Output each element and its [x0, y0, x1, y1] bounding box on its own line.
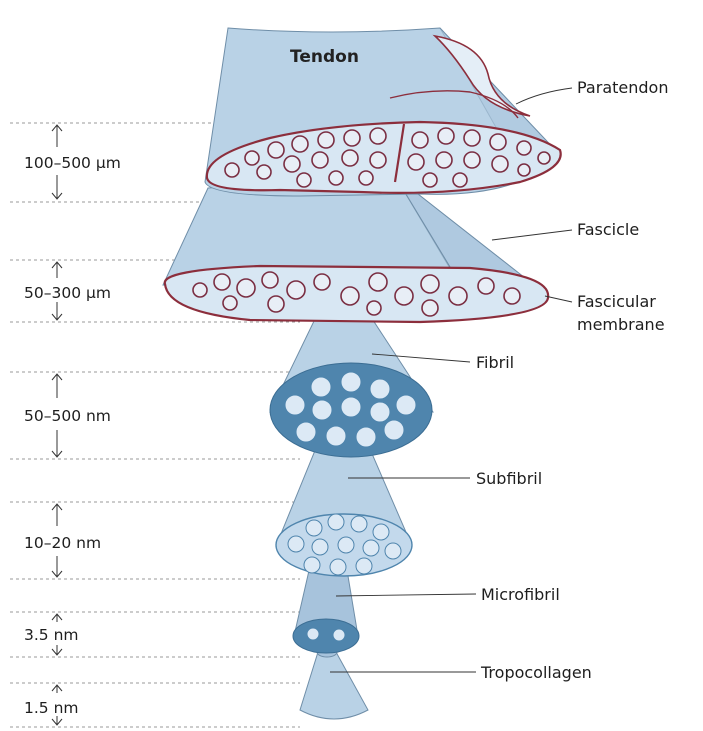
label-microfibril: Microfibril: [481, 585, 560, 604]
label-paratendon: Paratendon: [577, 78, 668, 97]
label-fascicular-line-1: Fascicular: [577, 292, 656, 311]
tendon-shape: [205, 28, 561, 196]
label-fascicle: Fascicle: [577, 220, 639, 239]
dimension-fibril: 50–500 nm: [24, 407, 111, 425]
label-fascicular-line-2: membrane: [577, 315, 665, 334]
dimension-subfibril: 10–20 nm: [24, 534, 101, 552]
fascicle-shape: [163, 176, 548, 322]
dimension-tendon: 100–500 µm: [24, 154, 121, 172]
diagram-title: Tendon: [290, 47, 359, 67]
label-fibril: Fibril: [476, 353, 514, 372]
label-tropocollagen: Tropocollagen: [480, 663, 592, 682]
tropocollagen-shape: [300, 647, 368, 719]
dimension-tropocollagen: 1.5 nm: [24, 699, 79, 717]
label-subfibril: Subfibril: [476, 469, 542, 488]
dimension-fascicle: 50–300 µm: [24, 284, 111, 302]
dimension-microfibril: 3.5 nm: [24, 626, 79, 644]
